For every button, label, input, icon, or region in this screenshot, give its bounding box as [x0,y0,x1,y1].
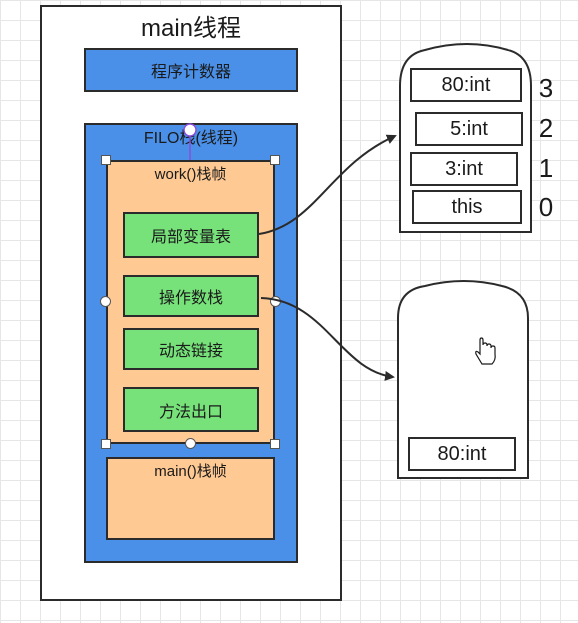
local-var-index-3: 3 [538,73,554,103]
program-counter-box: 程序计数器 [84,48,298,92]
filo-stack-label: FILO栈(线程) [143,130,239,147]
resize-handle-top-left[interactable] [101,155,111,165]
arrow-to-operand-stack [260,297,395,381]
method-exit-box: 方法出口 [123,387,259,432]
resize-handle-top-right[interactable] [270,155,280,165]
local-var-cell-2: 5:int [415,112,523,146]
resize-handle-bottom[interactable] [185,438,196,449]
resize-handle-bottom-right[interactable] [270,439,280,449]
local-var-cell-0: this [412,190,522,224]
operand-stack-box: 操作数栈 [123,275,259,317]
local-variable-table-box: 局部变量表 [123,212,259,258]
work-frame-label: work()栈帧 [154,166,227,183]
dynamic-linking-box: 动态链接 [123,328,259,370]
main-thread-title: main线程 [140,15,242,42]
local-var-cell-1: 3:int [410,152,518,186]
resize-handle-left[interactable] [100,296,111,307]
main-frame-box [106,457,275,540]
operand-stack-shape [397,280,529,479]
operand-stack-cell-0: 80:int [408,437,516,471]
resize-handle-bottom-left[interactable] [101,439,111,449]
hand-cursor-icon [475,337,496,365]
local-var-cell-3: 80:int [410,68,522,102]
arrow-to-local-vars [258,134,397,235]
local-var-index-2: 2 [538,113,554,143]
local-var-index-0: 0 [538,192,554,222]
local-var-index-1: 1 [538,153,554,183]
main-frame-label: main()栈帧 [154,463,227,480]
rotate-handle[interactable] [183,123,197,137]
